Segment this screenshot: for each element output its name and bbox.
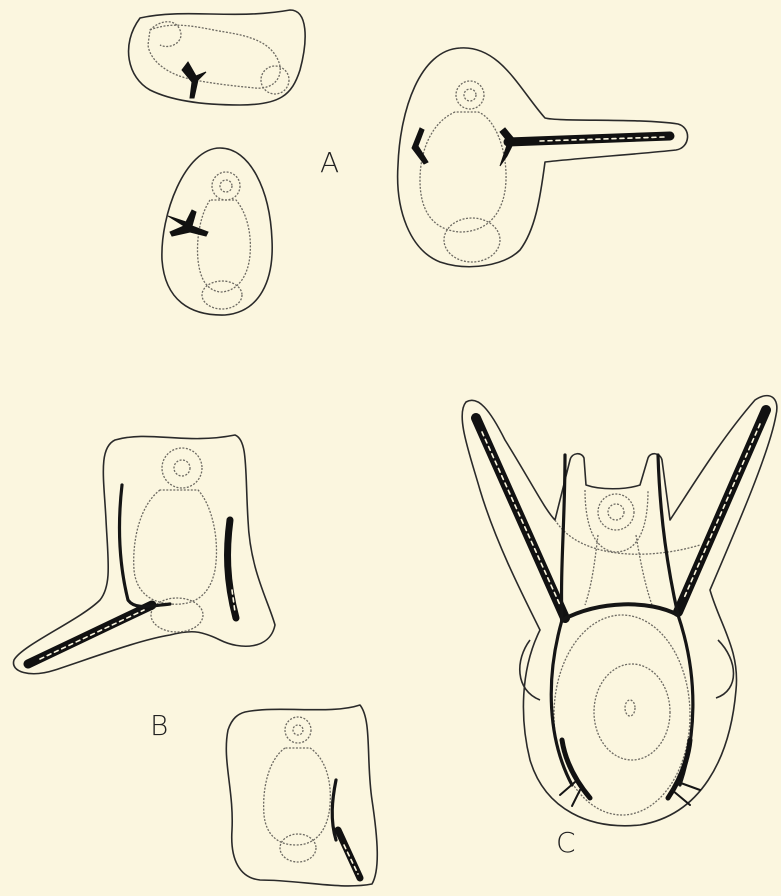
stomach-lobe [150, 22, 181, 47]
mouth-ring-core [608, 504, 624, 520]
transverse-rod [562, 604, 678, 620]
intestine-bulb [202, 281, 242, 309]
larva-outline [129, 10, 306, 105]
mouth-ring [212, 172, 240, 200]
larva-outline [13, 435, 275, 674]
mouth-ring-core [464, 89, 476, 101]
stage-b-group: B [13, 435, 377, 886]
anus-ring [625, 700, 635, 716]
gut-outline [264, 748, 331, 845]
inner-lobe [585, 490, 648, 552]
stage-b-larva-1 [13, 435, 275, 674]
intestine-bulb [280, 834, 316, 862]
side-lobe-left [520, 640, 540, 700]
mouth-ring [285, 717, 311, 743]
larva-outline [462, 396, 777, 826]
mouth-ring [162, 448, 202, 488]
mouth-ring-core [220, 180, 232, 192]
posterior-branch-left [560, 782, 580, 806]
esophagus [585, 535, 652, 605]
stage-a-larva-2 [162, 148, 272, 315]
body-rod-right [228, 520, 236, 618]
arm-rod-core [40, 610, 144, 659]
skeletal-spicule [182, 62, 206, 98]
intestine-bulb [444, 218, 500, 262]
label-a: A [320, 146, 339, 179]
gut-outline [198, 200, 251, 292]
mouth-ring [456, 81, 484, 109]
gut-outline [134, 490, 217, 604]
stage-a-larva-3 [398, 48, 688, 267]
stage-c-larva [462, 396, 777, 826]
mouth-ring [598, 494, 634, 530]
intestine-bulb [261, 66, 289, 94]
rod-branch [500, 128, 515, 166]
gut-outline [420, 112, 506, 232]
intestine-bulb [151, 598, 203, 632]
label-c: C [556, 826, 576, 859]
larva-outline [398, 48, 688, 267]
stage-c-group: C [462, 396, 777, 859]
body-rod-right [658, 455, 693, 785]
stomach [554, 615, 690, 815]
body-rod-left [120, 485, 170, 607]
mouth-ring-core [293, 725, 303, 735]
side-lobe-right [716, 640, 734, 698]
mouth-ring-core [174, 460, 190, 476]
label-b: B [150, 709, 168, 742]
stage-a-group: A [129, 10, 688, 315]
intestine [594, 664, 670, 760]
gut-outline [148, 25, 280, 88]
stage-a-larva-1 [129, 10, 306, 105]
skeletal-spicule [168, 210, 208, 236]
stage-b-larva-2 [226, 705, 377, 886]
